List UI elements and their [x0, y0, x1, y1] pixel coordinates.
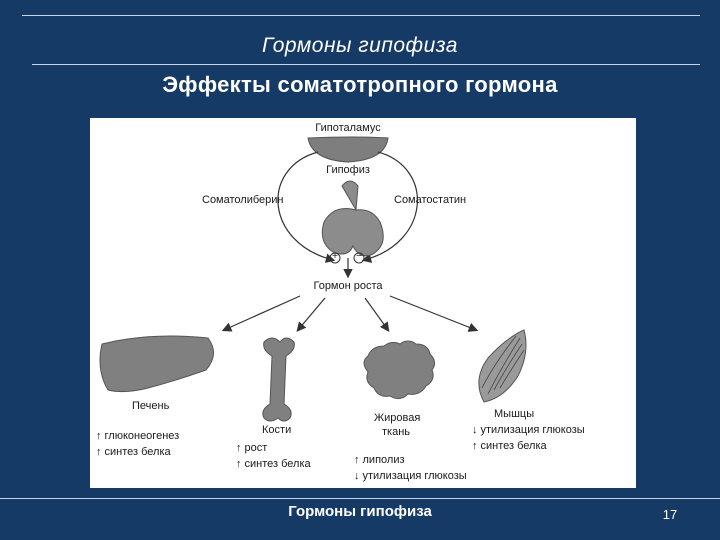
somatoliberin-label: Соматолиберин: [202, 194, 284, 206]
growth-hormone-label: Гормон роста: [313, 280, 383, 292]
plus-sign: +: [332, 251, 338, 262]
feedback-arc-left: [277, 151, 336, 263]
bone-effect-2: ↑синтез белка: [236, 458, 311, 470]
hypothalamus-label: Гипоталамус: [315, 122, 381, 134]
pituitary-label: Гипофиз: [326, 164, 370, 176]
liver-shape: [99, 335, 214, 393]
muscle-shape: [478, 329, 527, 403]
footer-title: Гормоны гипофиза: [288, 503, 432, 520]
liver-label: Печень: [132, 400, 170, 412]
muscle-label: Мышцы: [494, 408, 535, 420]
liver-effect-1: ↑глюконеогенез: [96, 430, 180, 442]
somatostatin-label: Соматостатин: [394, 194, 467, 206]
fat-shape: [363, 340, 436, 400]
slide-title: Эффекты соматотропного гормона: [162, 72, 558, 97]
fat-effect-1: ↑липолиз: [354, 454, 405, 466]
bone-effect-1: ↑рост: [236, 442, 268, 454]
liver-effect-2: ↑синтез белка: [96, 446, 171, 458]
minus-sign: −: [356, 251, 362, 262]
page-number: 17: [662, 507, 678, 522]
feedback-arc-right: [361, 151, 418, 263]
arrow-to-fat: [364, 297, 390, 332]
diagram-graphics: [99, 136, 527, 422]
arrow-to-muscle: [389, 295, 479, 332]
bone-shape: [262, 337, 295, 422]
arrow-to-bone: [296, 297, 326, 332]
fat-label-line1: Жировая: [374, 412, 421, 424]
fat-effect-2: ↓утилизация глюкозы: [354, 470, 467, 482]
diagram-figure: Гипоталамус Гипофиз Соматолиберин Сомато…: [90, 118, 636, 488]
hypothalamus-shape: [307, 136, 389, 163]
header-top-rule: [22, 15, 700, 16]
header-bottom-rule: [32, 64, 700, 65]
bone-label: Кости: [262, 424, 292, 436]
fat-label-line2: ткань: [382, 426, 411, 438]
arrow-to-liver: [221, 295, 301, 332]
pituitary-shape: [321, 180, 384, 257]
header-title: Гормоны гипофиза: [262, 34, 458, 57]
muscle-effect-2: ↑синтез белка: [472, 440, 547, 452]
muscle-effect-1: ↓утилизация глюкозы: [472, 424, 585, 436]
footer-rule: [0, 498, 720, 499]
